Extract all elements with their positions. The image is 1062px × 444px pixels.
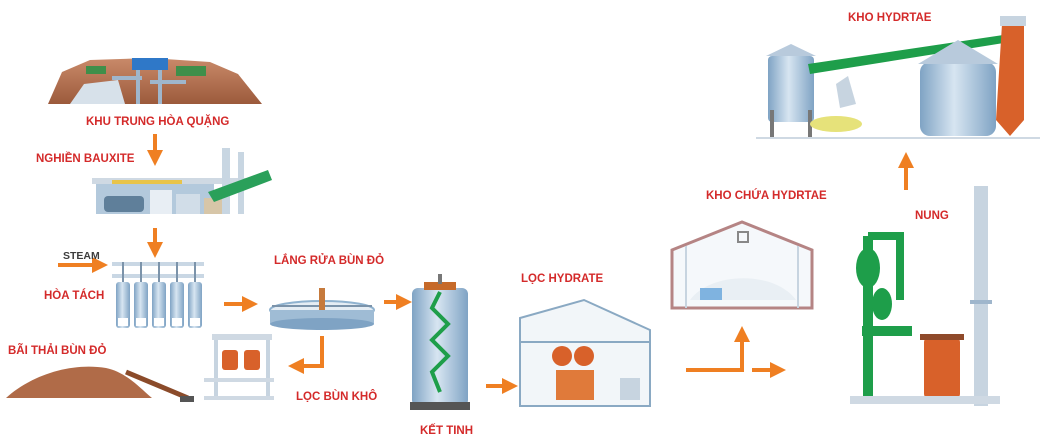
digestion-tanks-illustration: [112, 262, 204, 328]
crystallizer-illustration: [410, 274, 470, 410]
grinding-plant-illustration: [92, 148, 272, 214]
calcination-plant-illustration: [850, 186, 1000, 406]
hydrate-filter-building-illustration: [519, 298, 651, 407]
arrow-hydrate-filter-to-storage: [686, 326, 750, 372]
ore-yard-illustration: [48, 58, 262, 104]
flow-arrows: [58, 134, 914, 394]
label-hydrate-warehouse: KHO HYDRTAE: [848, 12, 932, 24]
hydrate-warehouse-illustration: [756, 16, 1040, 139]
thickener-illustration: [269, 288, 375, 330]
label-crystallization: KẾT TINH: [420, 425, 474, 437]
label-steam: STEAM: [63, 250, 100, 262]
label-grinding: NGHIỀN BAUXITE: [36, 153, 135, 165]
label-calcination: NUNG: [915, 210, 949, 222]
arrow-thickener-to-mud-filter: [288, 336, 324, 374]
red-mud-dump-illustration: [6, 366, 194, 402]
mud-filter-plant-illustration: [204, 334, 274, 400]
hydrate-storage-shed-illustration: [670, 220, 814, 310]
label-red-mud-dump: BÃI THẢI BÙN ĐỎ: [8, 345, 107, 357]
label-digestion: HÒA TÁCH: [44, 290, 105, 302]
label-red-mud-wash: LẮNG RỬA BÙN ĐỎ: [274, 255, 385, 267]
label-hydrate-filter: LỌC HYDRATE: [521, 273, 604, 285]
label-mud-filter: LỌC BÙN KHÔ: [296, 391, 378, 403]
label-ore-yard: KHU TRUNG HÒA QUẶNG: [86, 116, 230, 128]
label-hydrate-storage: KHO CHỨA HYDRTAE: [706, 190, 827, 202]
